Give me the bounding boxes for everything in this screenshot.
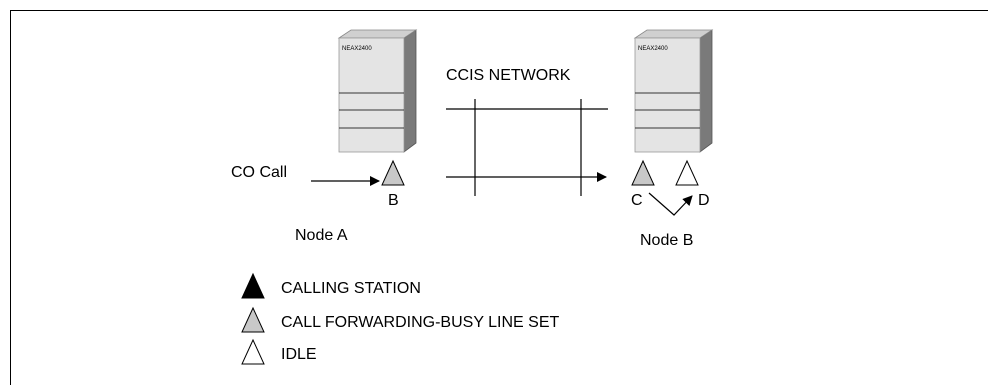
node-b-cabinet-label: NEAX2400 [638,46,668,52]
node-a-cabinet-label: NEAX2400 [342,46,372,52]
station-c-triangle [631,159,655,186]
station-b-label: B [388,192,399,209]
station-b-triangle [381,159,405,186]
node-b-cabinet-side [699,29,713,153]
legend-call-forwarding-busy: CALL FORWARDING-BUSY LINE SET [281,314,560,331]
node-a-cabinet: NEAX2400 [337,29,418,153]
co-call-label: CO Call [231,164,287,181]
ccis-network-grid: CCIS NETWORK [446,67,608,196]
legend-calling-station: CALLING STATION [281,280,421,297]
ccis-network-label: CCIS NETWORK [446,67,571,84]
legend: CALLING STATION CALL FORWARDING-BUSY LIN… [241,272,560,365]
idle-legend-icon [241,338,265,365]
node-b-label: Node B [640,232,693,249]
station-d-label: D [698,192,710,209]
legend-idle: IDLE [281,346,317,363]
node-a-cabinet-front [338,37,405,153]
station-c-label: C [631,192,643,209]
node-b-cabinet-top [633,29,714,39]
forwarding-arrow-c-to-d [648,192,693,216]
node-a-cabinet-top [337,29,418,39]
node-a-label: Node A [295,227,348,244]
calling-station-legend-icon [241,272,265,299]
call-forwarding-busy-legend-icon [241,306,265,333]
node-b-cabinet-front [634,37,701,153]
node-b-cabinet: NEAX2400 [633,29,714,153]
station-d-triangle [675,159,699,186]
node-a-cabinet-side [403,29,417,153]
